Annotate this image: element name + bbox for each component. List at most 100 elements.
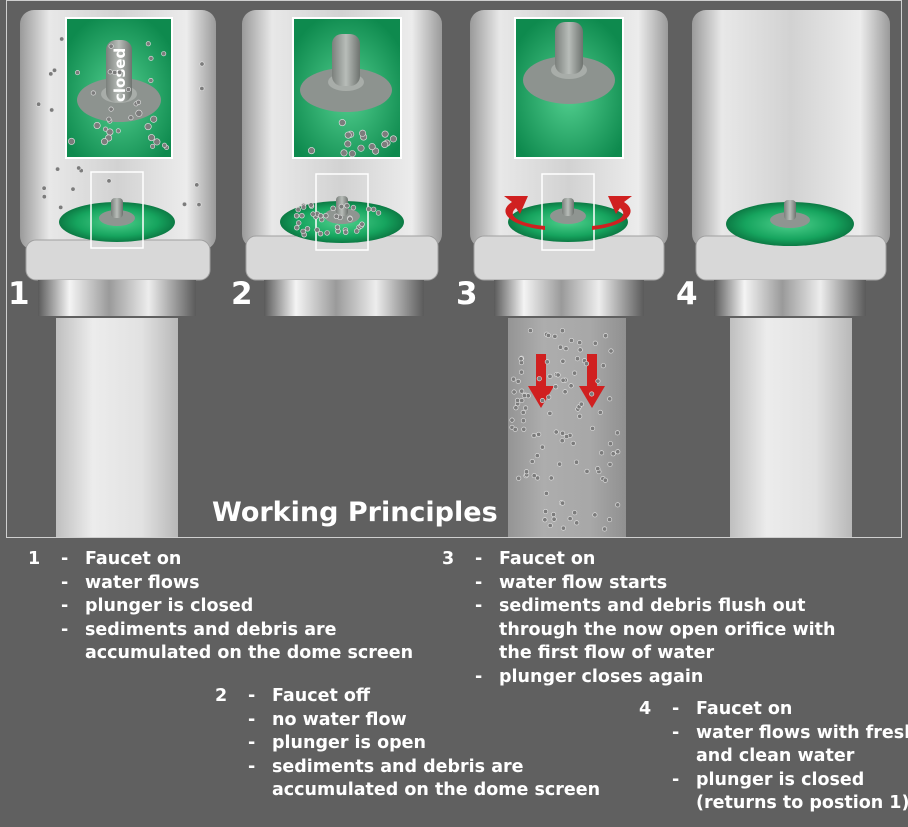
legend-item-continuation: and clean water bbox=[696, 746, 855, 767]
highlight-box-3 bbox=[541, 173, 595, 251]
sediment-particle bbox=[153, 138, 161, 146]
legend-item-continuation: accumulated on the dome screen bbox=[272, 780, 601, 801]
sediment-particle bbox=[615, 449, 621, 455]
legend-item-continuation: accumulated on the dome screen bbox=[85, 643, 414, 664]
sediment-particle bbox=[117, 69, 123, 75]
sediment-particle bbox=[542, 517, 548, 523]
sediment-particle bbox=[106, 178, 112, 184]
sediment-particle bbox=[75, 70, 81, 76]
sediment-particle bbox=[564, 433, 570, 439]
sediment-particle bbox=[350, 204, 357, 211]
sediment-particle bbox=[513, 405, 519, 411]
sediment-particle bbox=[574, 356, 580, 362]
sediment-particle bbox=[555, 372, 561, 378]
inset-plunger-stem-2 bbox=[332, 34, 360, 86]
sediment-particle bbox=[570, 440, 576, 446]
sediment-particle bbox=[563, 346, 569, 352]
sediment-particle bbox=[41, 194, 47, 200]
sediment-particle bbox=[36, 101, 42, 107]
inset-plunger-ring-3 bbox=[523, 56, 615, 104]
sediment-particle bbox=[344, 203, 350, 209]
sediment-particle bbox=[314, 227, 320, 233]
legend-item: water flows with fresh bbox=[696, 722, 908, 743]
sediment-particle bbox=[548, 475, 554, 481]
legend-number-3: 3 bbox=[442, 549, 455, 569]
sediment-particle bbox=[572, 510, 578, 516]
sediment-particle bbox=[324, 230, 330, 236]
sediment-particle bbox=[551, 511, 557, 517]
unit-3-illustration bbox=[470, 10, 668, 538]
sediment-particle bbox=[300, 204, 307, 210]
sediment-particle bbox=[527, 328, 533, 334]
bullet-dash: - bbox=[61, 572, 69, 593]
sediment-particle bbox=[600, 363, 606, 369]
sediment-particle bbox=[529, 458, 535, 464]
sediment-particle bbox=[560, 525, 566, 531]
step-number-1: 1 bbox=[8, 276, 30, 312]
sediment-particle bbox=[592, 340, 598, 346]
sediment-particle bbox=[553, 384, 559, 390]
legend-item-continuation: the first flow of water bbox=[499, 643, 715, 664]
sediment-particle bbox=[150, 115, 158, 123]
sediment-particle bbox=[340, 149, 348, 157]
sediment-particle bbox=[614, 430, 620, 436]
sediment-particle bbox=[368, 143, 376, 151]
sediment-particle bbox=[531, 432, 537, 438]
legend-item: no water flow bbox=[272, 709, 407, 730]
sediment-particle bbox=[70, 186, 76, 192]
down-arrow-right-icon bbox=[579, 354, 605, 408]
bullet-dash: - bbox=[248, 686, 256, 706]
water-stream-1 bbox=[56, 318, 178, 538]
sediment-particle bbox=[323, 213, 329, 219]
legend-item: water flows bbox=[85, 572, 200, 593]
sediment-particle bbox=[577, 413, 583, 419]
sediment-particle bbox=[544, 359, 550, 365]
sediment-particle bbox=[59, 36, 65, 42]
sediment-particle bbox=[196, 202, 202, 208]
sediment-particles bbox=[36, 36, 621, 532]
sediment-particle bbox=[333, 213, 340, 220]
sediment-particle bbox=[348, 150, 356, 158]
sediment-particle bbox=[148, 78, 154, 84]
sediment-particle bbox=[101, 138, 109, 146]
sediment-particle bbox=[557, 344, 563, 350]
sediment-particle bbox=[599, 450, 605, 456]
sediment-particle bbox=[194, 182, 200, 188]
sediment-particle bbox=[307, 147, 315, 155]
sediment-particle bbox=[344, 131, 352, 139]
sediment-particle bbox=[577, 340, 583, 346]
legend-number-1: 1 bbox=[28, 549, 41, 569]
legend-item: plunger is closed bbox=[85, 596, 254, 617]
sediment-particle bbox=[539, 444, 545, 450]
sediment-particle bbox=[304, 226, 311, 232]
sediment-particle bbox=[592, 512, 598, 518]
sediment-particle bbox=[389, 135, 397, 143]
sediment-particle bbox=[560, 430, 566, 436]
sediment-particle bbox=[553, 429, 559, 435]
sediment-particle bbox=[381, 130, 389, 138]
sediment-particle bbox=[359, 221, 365, 227]
sediment-particle bbox=[112, 70, 118, 76]
sediment-particle bbox=[354, 228, 360, 234]
bullet-dash: - bbox=[672, 769, 680, 790]
sediment-particle bbox=[577, 347, 583, 353]
sediment-particle bbox=[58, 204, 64, 210]
bullet-dash: - bbox=[61, 549, 69, 569]
sediment-particle bbox=[518, 369, 524, 375]
bullet-dash: - bbox=[475, 596, 483, 617]
sediment-particle bbox=[144, 123, 152, 131]
sediment-particle bbox=[162, 142, 168, 148]
sediment-particle bbox=[145, 41, 151, 47]
sediment-particle bbox=[552, 333, 558, 339]
sediment-particle bbox=[148, 134, 156, 142]
bullet-dash: - bbox=[61, 596, 69, 617]
sediment-particle bbox=[547, 522, 553, 528]
faucet-illustration: closed bbox=[20, 10, 890, 538]
sediment-particle bbox=[539, 397, 545, 403]
sediment-particle bbox=[344, 140, 352, 148]
legend-item: Faucet off bbox=[272, 686, 371, 706]
sediment-particle bbox=[308, 202, 314, 208]
legend-item: Faucet on bbox=[85, 549, 182, 569]
sediment-particle bbox=[551, 516, 557, 522]
sediment-particle bbox=[560, 500, 566, 506]
